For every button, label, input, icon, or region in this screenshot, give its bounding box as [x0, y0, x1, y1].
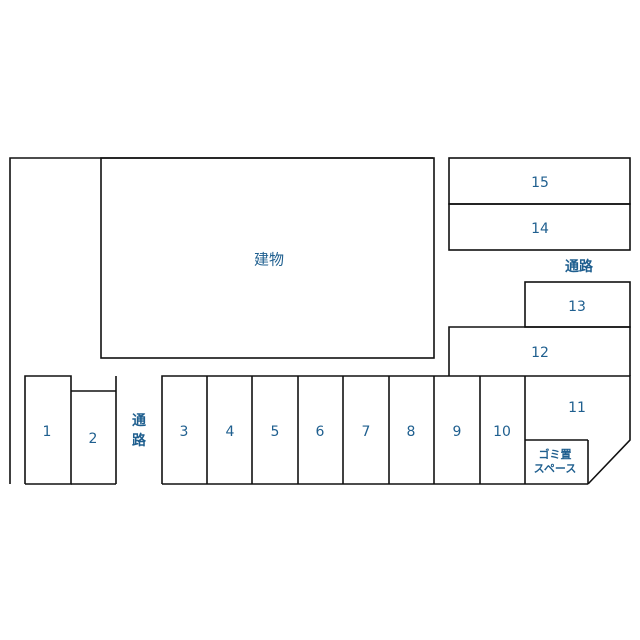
- building-label: 建物: [253, 250, 285, 269]
- space-number-3: 3: [179, 424, 189, 440]
- space-number-8: 8: [406, 424, 416, 440]
- parking-space-1: [24, 375, 72, 485]
- building: [100, 157, 435, 359]
- bottom-row-outline: [161, 375, 525, 484]
- space-number-12: 12: [531, 345, 549, 361]
- space-number-11: 11: [568, 400, 586, 416]
- space-number-7: 7: [361, 424, 371, 440]
- space-number-14: 14: [531, 221, 549, 237]
- garbage-area-label: ゴミ置 スペース: [533, 448, 577, 475]
- space-number-9: 9: [452, 424, 462, 440]
- space-number-15: 15: [531, 175, 549, 191]
- space-number-1: 1: [42, 424, 52, 440]
- space-number-2: 2: [88, 431, 98, 447]
- parking-space-12: [448, 326, 631, 376]
- parking-space-14: [448, 203, 631, 251]
- space-number-13: 13: [568, 299, 586, 315]
- parking-space-11: [525, 375, 631, 485]
- space-number-10: 10: [493, 424, 511, 440]
- aisle-label-left: 通 路: [132, 413, 146, 449]
- space-number-6: 6: [315, 424, 325, 440]
- aisle-label-right: 通路: [565, 259, 593, 275]
- space-number-5: 5: [270, 424, 280, 440]
- space-number-4: 4: [225, 424, 235, 440]
